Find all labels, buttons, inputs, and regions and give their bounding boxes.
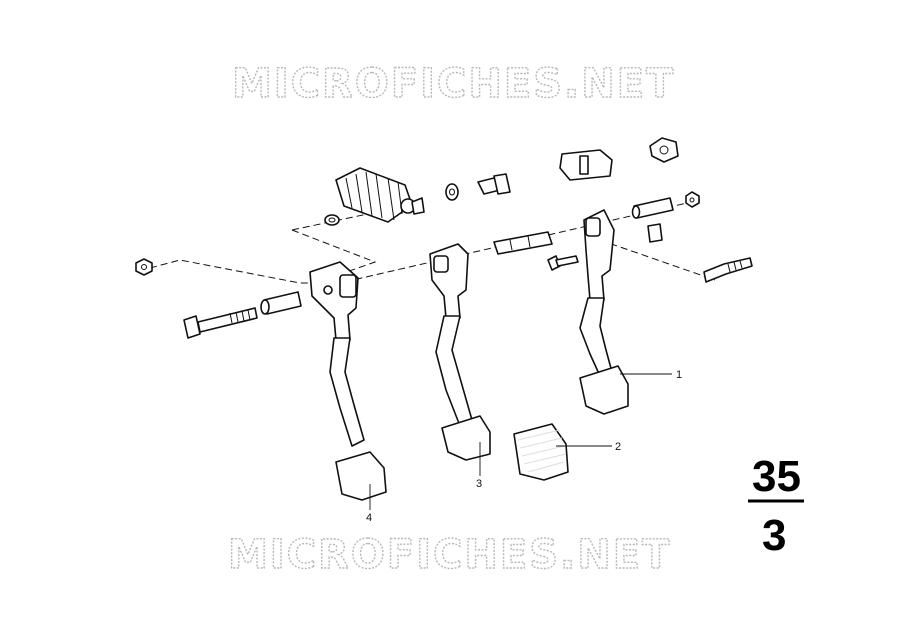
pedal-stop-bolt: [547, 255, 579, 271]
watermark-top: MICROFICHES.NET: [232, 61, 675, 107]
callout-3: 3: [476, 478, 482, 490]
callout-2: 2: [615, 441, 621, 453]
bushing-sleeve-right: [631, 197, 674, 219]
washer-spring-front: [324, 214, 340, 226]
callout-4: 4: [366, 512, 372, 524]
group-number-top: 35: [752, 452, 801, 501]
return-spring-assembly: [335, 167, 425, 223]
pedal-rubber-pad: [513, 423, 569, 481]
pivot-bolt: [183, 307, 258, 339]
group-number-bottom: 3: [762, 511, 786, 560]
bush-nut-top: [649, 137, 679, 163]
washer-spring-rear: [445, 183, 459, 201]
brake-pedal: [579, 209, 629, 415]
stud-bolt: [477, 173, 511, 195]
watermark-bottom: MICROFICHES.NET: [228, 532, 671, 578]
hex-nut-right: [685, 191, 700, 208]
callout-1: 1: [676, 369, 682, 381]
accelerator-pedal: [429, 243, 491, 461]
bushing-sleeve-left: [260, 291, 302, 315]
hex-nut-left: [135, 258, 153, 276]
pivot-shaft: [493, 231, 553, 255]
clutch-pedal: [309, 261, 387, 501]
clamp-block: [559, 149, 613, 181]
retaining-clip: [647, 223, 663, 243]
tension-spring: [703, 257, 753, 283]
